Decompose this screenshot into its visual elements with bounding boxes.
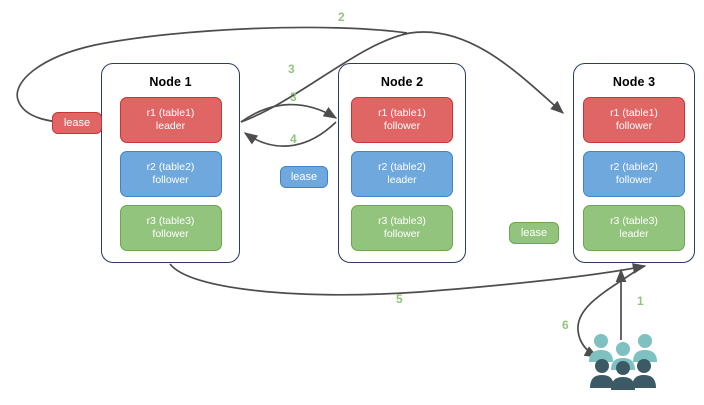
replica-name: r2 (table2) bbox=[146, 161, 195, 173]
replica-box[interactable]: r3 (table3) leader bbox=[583, 205, 685, 251]
lease-label: lease bbox=[520, 227, 548, 239]
replica-name: r1 (table1) bbox=[610, 107, 658, 119]
clients-people-icon bbox=[589, 334, 657, 390]
node-container-1[interactable]: Node 1 r1 (table1) leader r2 (table2) fo… bbox=[101, 63, 240, 263]
replica-box[interactable]: r2 (table2) follower bbox=[583, 151, 685, 197]
lease-badge-blue[interactable]: lease bbox=[280, 166, 328, 188]
people-front-row-icon bbox=[590, 359, 656, 390]
replica-role: follower bbox=[383, 120, 421, 132]
node-title: Node 1 bbox=[149, 75, 192, 89]
step-label-4: 4 bbox=[290, 132, 297, 146]
replica-role: leader bbox=[155, 120, 186, 132]
node-title: Node 3 bbox=[612, 75, 656, 89]
lease-badge-red[interactable]: lease bbox=[52, 112, 102, 134]
lease-badge-green[interactable]: lease bbox=[509, 222, 559, 244]
lease-label: lease bbox=[290, 171, 318, 183]
step-label-5: 5 bbox=[396, 292, 403, 306]
step-label-6: 6 bbox=[562, 318, 569, 332]
replica-box[interactable]: r1 (table1) follower bbox=[583, 97, 685, 143]
node-title: Node 2 bbox=[380, 75, 424, 89]
replica-name: r3 (table3) bbox=[378, 215, 426, 227]
replica-name: r2 (table2) bbox=[610, 161, 658, 173]
replica-box[interactable]: r3 (table3) follower bbox=[119, 205, 222, 251]
replica-name: r3 (table3) bbox=[610, 215, 658, 227]
lease-label: lease bbox=[63, 117, 91, 129]
replica-role: follower bbox=[152, 174, 189, 186]
step-label-3a: 3 bbox=[288, 62, 295, 76]
node-container-2[interactable]: Node 2 r1 (table1) follower r2 (table2) … bbox=[338, 63, 466, 263]
replica-name: r2 (table2) bbox=[378, 161, 426, 173]
replica-name: r1 (table1) bbox=[146, 107, 195, 119]
step-label-1: 1 bbox=[637, 294, 644, 308]
replica-box[interactable]: r3 (table3) follower bbox=[351, 205, 453, 251]
step-label-2: 2 bbox=[338, 10, 345, 24]
replica-role: follower bbox=[615, 174, 653, 186]
replica-name: r3 (table3) bbox=[146, 215, 195, 227]
step-label-3b: 3 bbox=[290, 90, 297, 104]
replica-role: follower bbox=[615, 120, 653, 132]
replica-box[interactable]: r2 (table2) follower bbox=[119, 151, 222, 197]
replica-box[interactable]: r2 (table2) leader bbox=[351, 151, 453, 197]
arrow-step-5 bbox=[169, 263, 647, 296]
replica-role: follower bbox=[383, 228, 421, 240]
replica-box[interactable]: r1 (table1) follower bbox=[351, 97, 453, 143]
replica-box[interactable]: r1 (table1) leader bbox=[119, 97, 222, 143]
replica-name: r1 (table1) bbox=[378, 107, 426, 119]
replica-role: follower bbox=[152, 228, 189, 240]
replica-role: leader bbox=[387, 174, 417, 186]
replica-role: leader bbox=[619, 228, 649, 240]
arrow-step-3-to-node2 bbox=[240, 103, 338, 123]
node-container-3[interactable]: Node 3 r1 (table1) follower r2 (table2) … bbox=[573, 63, 695, 263]
